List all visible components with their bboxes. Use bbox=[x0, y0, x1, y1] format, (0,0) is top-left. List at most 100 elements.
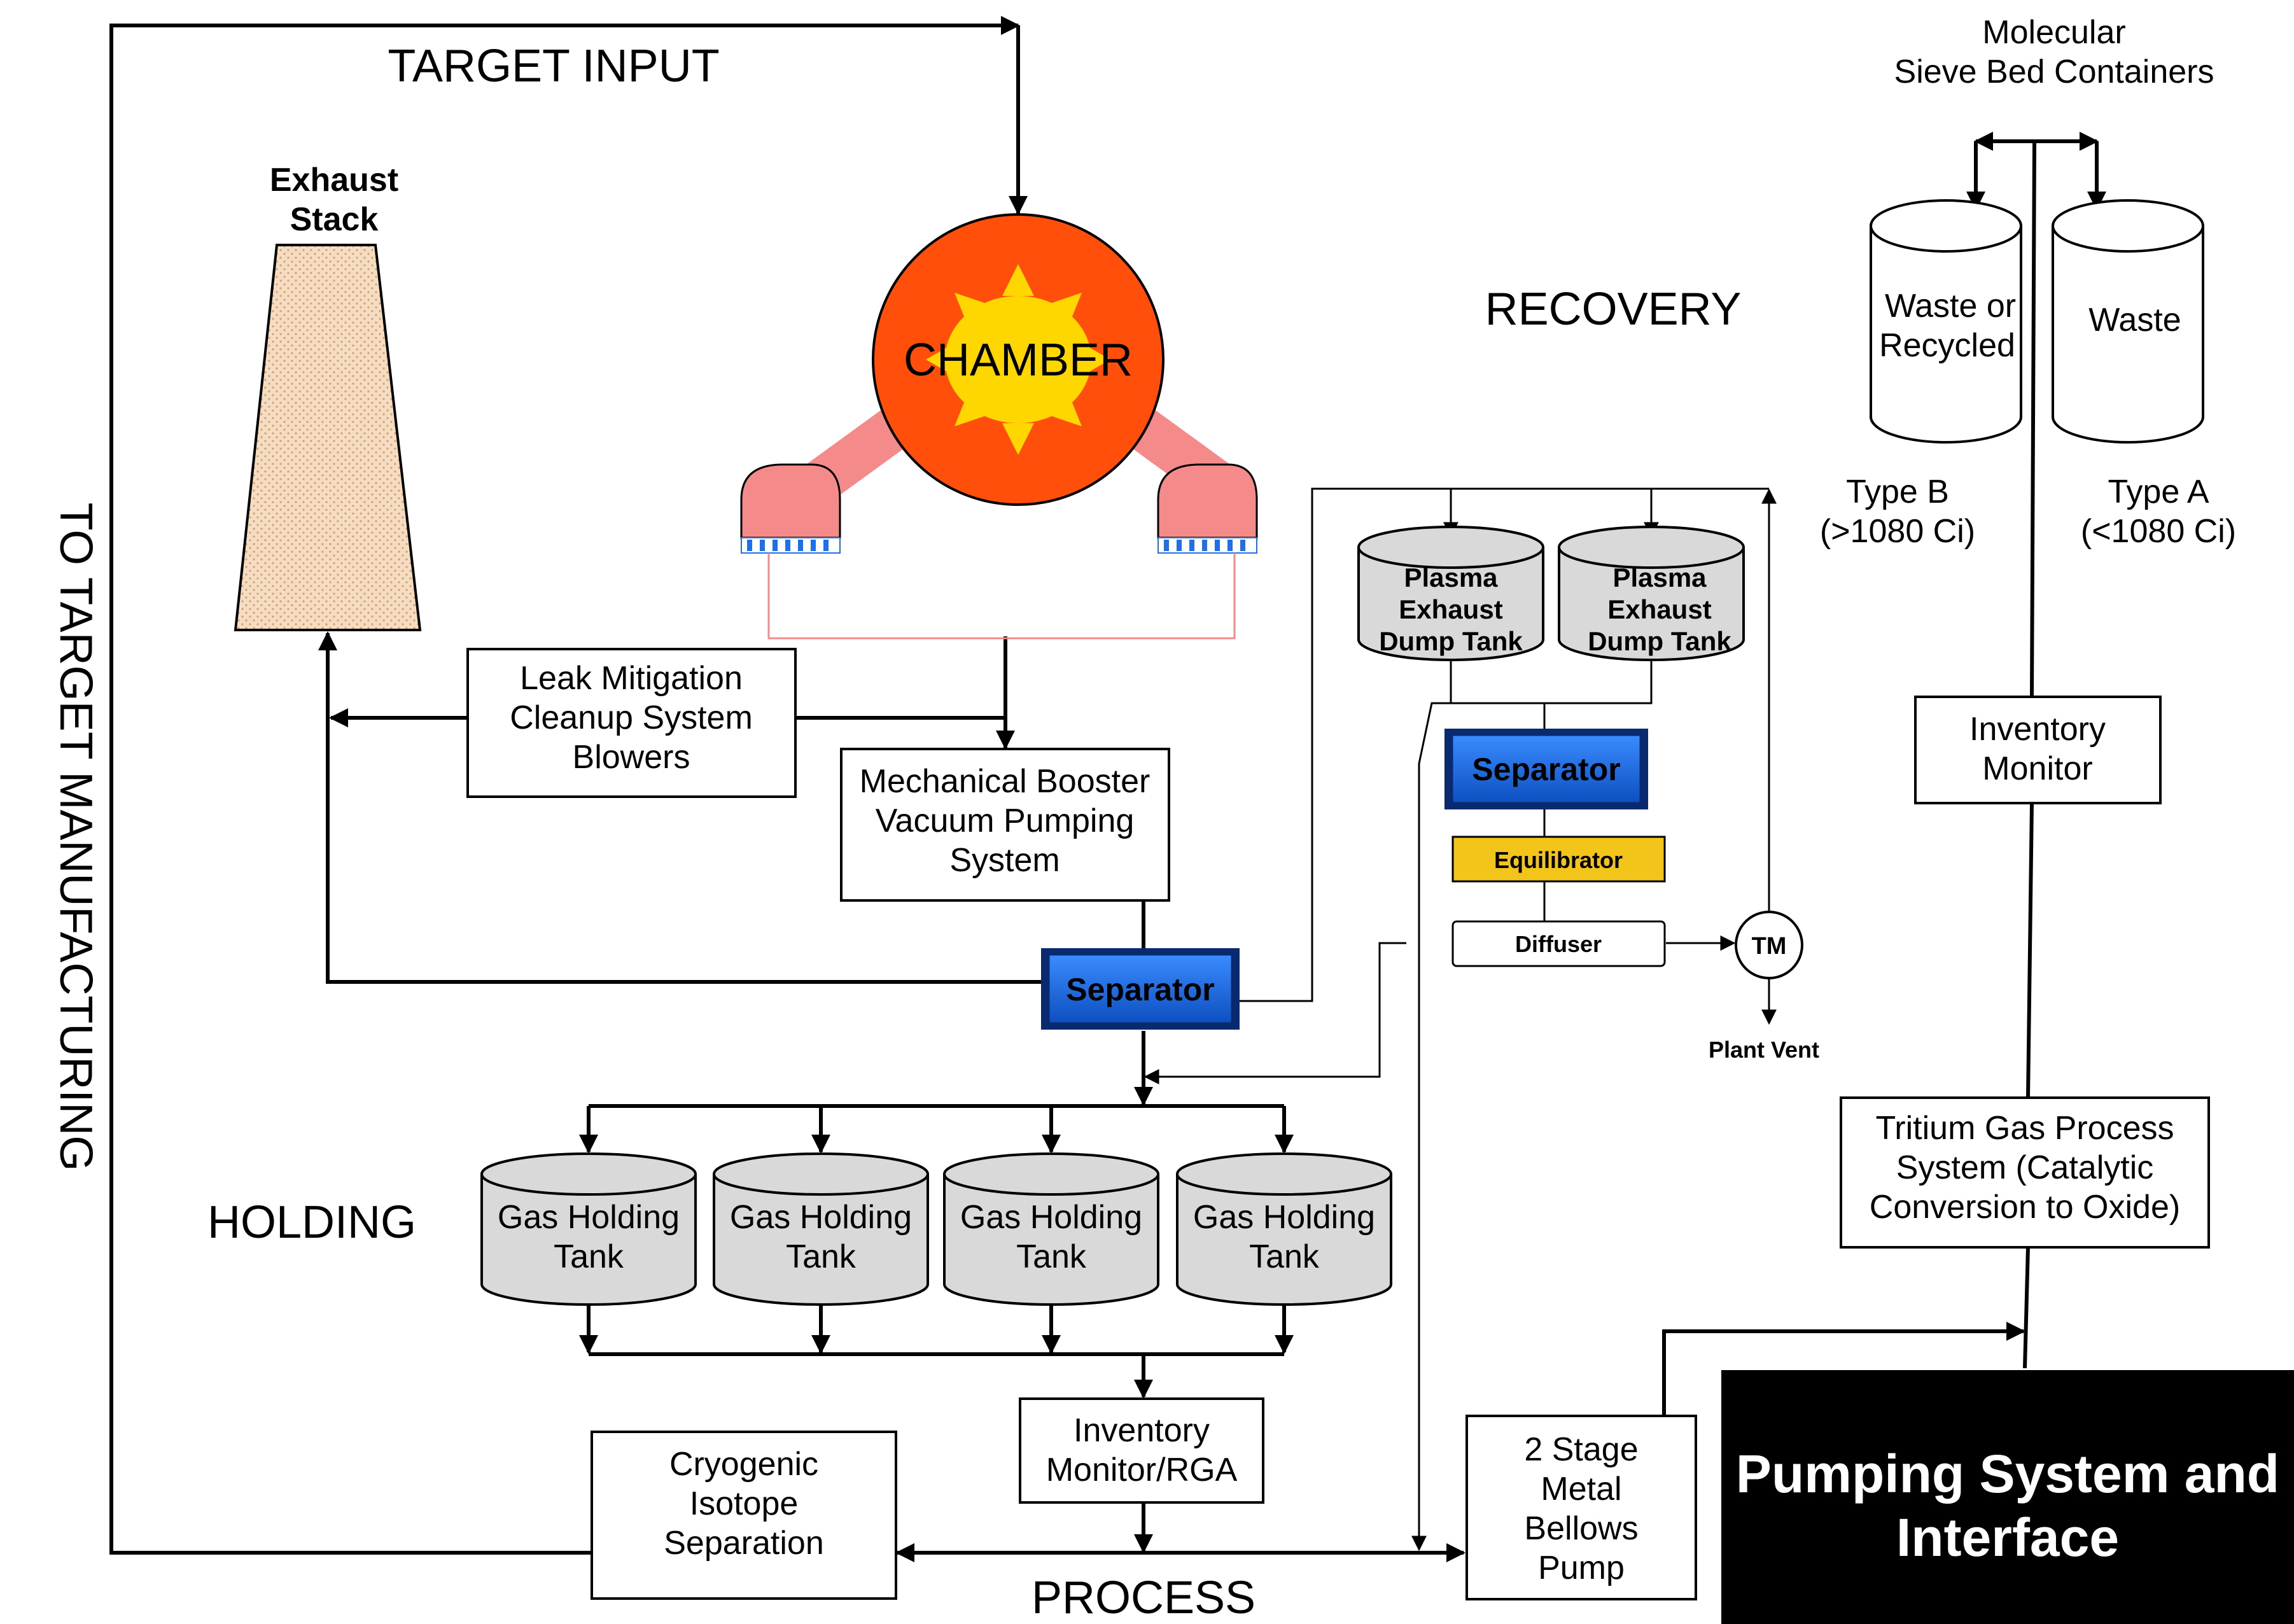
bellows-to-tritium-line bbox=[1662, 1322, 2025, 1416]
inventory-rga-line-1: Inventory bbox=[1074, 1412, 1210, 1449]
cryogenic-line-3: Separation bbox=[664, 1525, 824, 1562]
cryogenic-line-1: Cryogenic bbox=[669, 1446, 818, 1483]
equilibrator-rect bbox=[1451, 836, 1666, 883]
separator-main: Separator bbox=[1041, 948, 1240, 1030]
leak-mitigation-rect bbox=[466, 648, 797, 798]
return-line-to-target-manufacturing bbox=[109, 16, 1020, 1555]
equilibrator-label: Equilibrator bbox=[1494, 847, 1623, 873]
cryogenic-line-2: Isotope bbox=[690, 1485, 799, 1522]
cryogenic-rect bbox=[591, 1431, 897, 1600]
leak-mitigation-box: Leak Mitigation Cleanup System Blowers bbox=[466, 648, 797, 798]
bellows-pump-box: 2 Stage Metal Bellows Pump bbox=[1465, 1415, 1697, 1600]
inventory-monitor-line-1: Inventory bbox=[1969, 711, 2106, 748]
tritium-gas-rect bbox=[1840, 1096, 2210, 1249]
diffuser-rect bbox=[1451, 920, 1666, 967]
sieve-b-line-1: Waste or bbox=[1885, 288, 2016, 325]
sieve-a-top bbox=[2052, 199, 2204, 253]
plasma-tank-a-line-2: Exhaust bbox=[1399, 594, 1502, 624]
diffuser-return-to-holding bbox=[1144, 942, 1406, 1084]
plasma-tank-a-line-3: Dump Tank bbox=[1379, 626, 1523, 656]
tritium-gas-line-2: System (Catalytic bbox=[1896, 1149, 2154, 1186]
diffuser-label: Diffuser bbox=[1515, 931, 1602, 957]
mechanical-booster-line-1: Mechanical Booster bbox=[860, 763, 1150, 800]
tm-label: TM bbox=[1752, 933, 1787, 960]
tank1-body bbox=[480, 1174, 697, 1306]
separator-recovery-label: Separator bbox=[1472, 752, 1620, 787]
inventory-monitor-rga-box: Inventory Monitor/RGA bbox=[1019, 1397, 1264, 1504]
sieve-container-type-a: Waste bbox=[2052, 199, 2204, 444]
bellows-line-3: Bellows bbox=[1524, 1510, 1638, 1547]
sieve-b-line-2: Recycled bbox=[1879, 327, 2015, 364]
type-a-line-1: Type A bbox=[2108, 473, 2209, 510]
gas-holding-tank-2: Gas Holding Tank bbox=[713, 1152, 929, 1306]
leak-mitigation-line-1: Leak Mitigation bbox=[520, 660, 743, 697]
tm-circle bbox=[1735, 911, 1803, 979]
pumping-system-line-2: Interface bbox=[1896, 1508, 2119, 1567]
exhaust-stack: Exhaust Stack bbox=[234, 162, 422, 631]
tank3-body bbox=[943, 1174, 1159, 1306]
mechanical-booster-line-3: System bbox=[949, 842, 1060, 879]
pumping-system-line-1: Pumping System and bbox=[1736, 1444, 2279, 1504]
bellows-line-4: Pump bbox=[1538, 1550, 1625, 1586]
process-label: PROCESS bbox=[1032, 1572, 1255, 1623]
chamber-port-right-grille-bars bbox=[1164, 540, 1245, 551]
plasma-tank-b-line-2: Exhaust bbox=[1607, 594, 1711, 624]
tritium-gas-line-3: Conversion to Oxide) bbox=[1870, 1189, 2180, 1226]
separator-recovery: Separator bbox=[1444, 729, 1648, 809]
inventory-monitor-line-2: Monitor bbox=[1982, 750, 2092, 787]
gas-holding-tank-3: Gas Holding Tank bbox=[943, 1152, 1159, 1306]
pumping-system-rect bbox=[1721, 1370, 2294, 1624]
tank1-top bbox=[480, 1152, 697, 1196]
gas-holding-tank-4: Gas Holding Tank bbox=[1176, 1152, 1392, 1306]
sieve-b-top bbox=[1870, 199, 2022, 253]
exhaust-stack-label-2: Stack bbox=[290, 201, 379, 238]
bellows-line-1: 2 Stage bbox=[1524, 1431, 1638, 1468]
separator-recovery-rect bbox=[1451, 734, 1642, 804]
type-b-line-1: Type B bbox=[1846, 473, 1949, 510]
dump-tanks-collector bbox=[1450, 659, 1653, 704]
right-vertical-line bbox=[2023, 1247, 2030, 1369]
tank1-label-2: Tank bbox=[554, 1238, 624, 1275]
plasma-exhaust-dump-tank-a: Plasma Exhaust Dump Tank bbox=[1357, 526, 1544, 661]
bellows-line-2: Metal bbox=[1541, 1471, 1621, 1508]
chamber-port-left-grille-bars bbox=[747, 540, 829, 551]
tritium-to-inventory bbox=[2026, 802, 2034, 1098]
separator-main-label: Separator bbox=[1066, 972, 1214, 1007]
to-target-manufacturing-label: TO TARGET MANUFACTURING bbox=[50, 503, 101, 1172]
tank2-top bbox=[713, 1152, 929, 1196]
tritium-monitor: TM bbox=[1735, 911, 1803, 979]
inventory-monitor-box: Inventory Monitor bbox=[1914, 696, 2162, 804]
tritium-gas-process-box: Tritium Gas Process System (Catalytic Co… bbox=[1840, 1096, 2210, 1249]
recovery-label: RECOVERY bbox=[1485, 284, 1742, 335]
sieve-a-body bbox=[2052, 226, 2204, 444]
chamber-port-left bbox=[740, 463, 841, 539]
plasma-tank-a-top bbox=[1357, 526, 1544, 569]
molecular-sieve-line-1: Molecular bbox=[1982, 14, 2125, 51]
tank3-label-2: Tank bbox=[1016, 1238, 1087, 1275]
plasma-tank-b-top bbox=[1558, 526, 1745, 569]
separator-main-rect bbox=[1047, 953, 1233, 1025]
mechanical-booster-box: Mechanical Booster Vacuum Pumping System bbox=[840, 748, 1170, 902]
mechanical-booster-rect bbox=[840, 748, 1170, 902]
type-a-line-2: (<1080 Ci) bbox=[2081, 513, 2236, 550]
diffuser: Diffuser bbox=[1451, 920, 1666, 967]
molecular-sieve-line-2: Sieve Bed Containers bbox=[1894, 53, 2214, 90]
sieve-a-label: Waste bbox=[2088, 302, 2181, 339]
dump-to-bellows-line bbox=[1411, 702, 1451, 1551]
exhaust-stack-body bbox=[234, 244, 422, 631]
inventory-to-sieve bbox=[2030, 143, 2036, 697]
chamber-pink-loop bbox=[767, 553, 1236, 640]
tank4-label-1: Gas Holding bbox=[1193, 1199, 1375, 1236]
tritium-gas-line-1: Tritium Gas Process bbox=[1875, 1110, 2174, 1147]
pumping-system-banner: Pumping System and Interface bbox=[1721, 1370, 2294, 1624]
sieve-container-type-b: Waste or Recycled bbox=[1870, 199, 2022, 444]
tank4-label-2: Tank bbox=[1249, 1238, 1320, 1275]
separator-to-recovery-line bbox=[1240, 487, 1769, 1002]
inventory-monitor-rect bbox=[1914, 696, 2162, 804]
plasma-tank-b-body bbox=[1558, 547, 1745, 661]
tank3-top bbox=[943, 1152, 1159, 1196]
tank4-top bbox=[1176, 1152, 1392, 1196]
tank2-label-1: Gas Holding bbox=[730, 1199, 912, 1236]
tank2-label-2: Tank bbox=[786, 1238, 857, 1275]
